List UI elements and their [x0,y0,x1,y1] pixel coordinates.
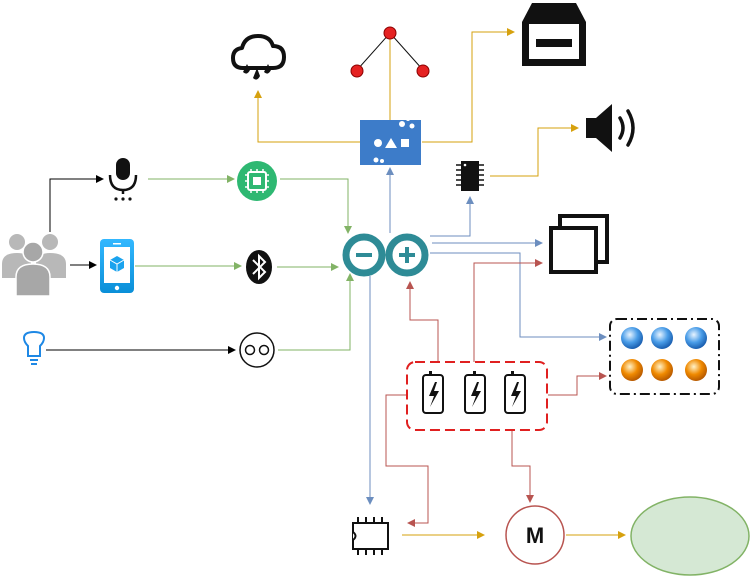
board-shapes-icon [360,117,421,165]
microphone-icon [108,158,138,201]
motor-icon: M [505,505,565,565]
edge-users-microphone [49,175,104,232]
network-nodes-icon [350,26,430,78]
edge-arduino-leds [430,252,607,341]
speaker-icon [586,104,635,152]
led-matrix-icon [609,318,720,395]
stacked-squares-icon [549,214,609,274]
chip-module-icon [237,161,277,201]
sensor-icon [239,332,275,368]
mobile-app-icon [100,239,134,293]
edge-chip-arduino [280,178,352,234]
battery-2 [464,371,486,414]
connectors [46,28,626,539]
edge-battery-arduino [406,281,439,362]
arduino-logo-icon [342,233,429,277]
edge-arduino-icchip [430,196,474,237]
edge-battery-leds [548,372,607,396]
edge-battery-display [473,259,543,362]
ellipse-icon [630,496,750,576]
bluetooth-icon [246,250,272,284]
edge-board-cloud [254,90,360,143]
motor-label: M [526,523,544,548]
edge-battery-motor [511,430,534,503]
edge-sensor-arduino [278,273,354,351]
users-group-icon [2,234,66,297]
battery-pack-icon [406,361,548,431]
ic-chip-icon [456,161,484,191]
edge-board-storage [422,28,515,143]
edge-icchip-speaker [490,124,579,177]
cloud-rain-icon [231,34,286,80]
light-bulb-icon [22,330,46,365]
storage-tray-icon [522,3,586,66]
driver-chip-icon [352,517,389,555]
battery-3 [504,371,526,414]
battery-1 [422,371,444,414]
edge-battery-driver [385,394,429,527]
